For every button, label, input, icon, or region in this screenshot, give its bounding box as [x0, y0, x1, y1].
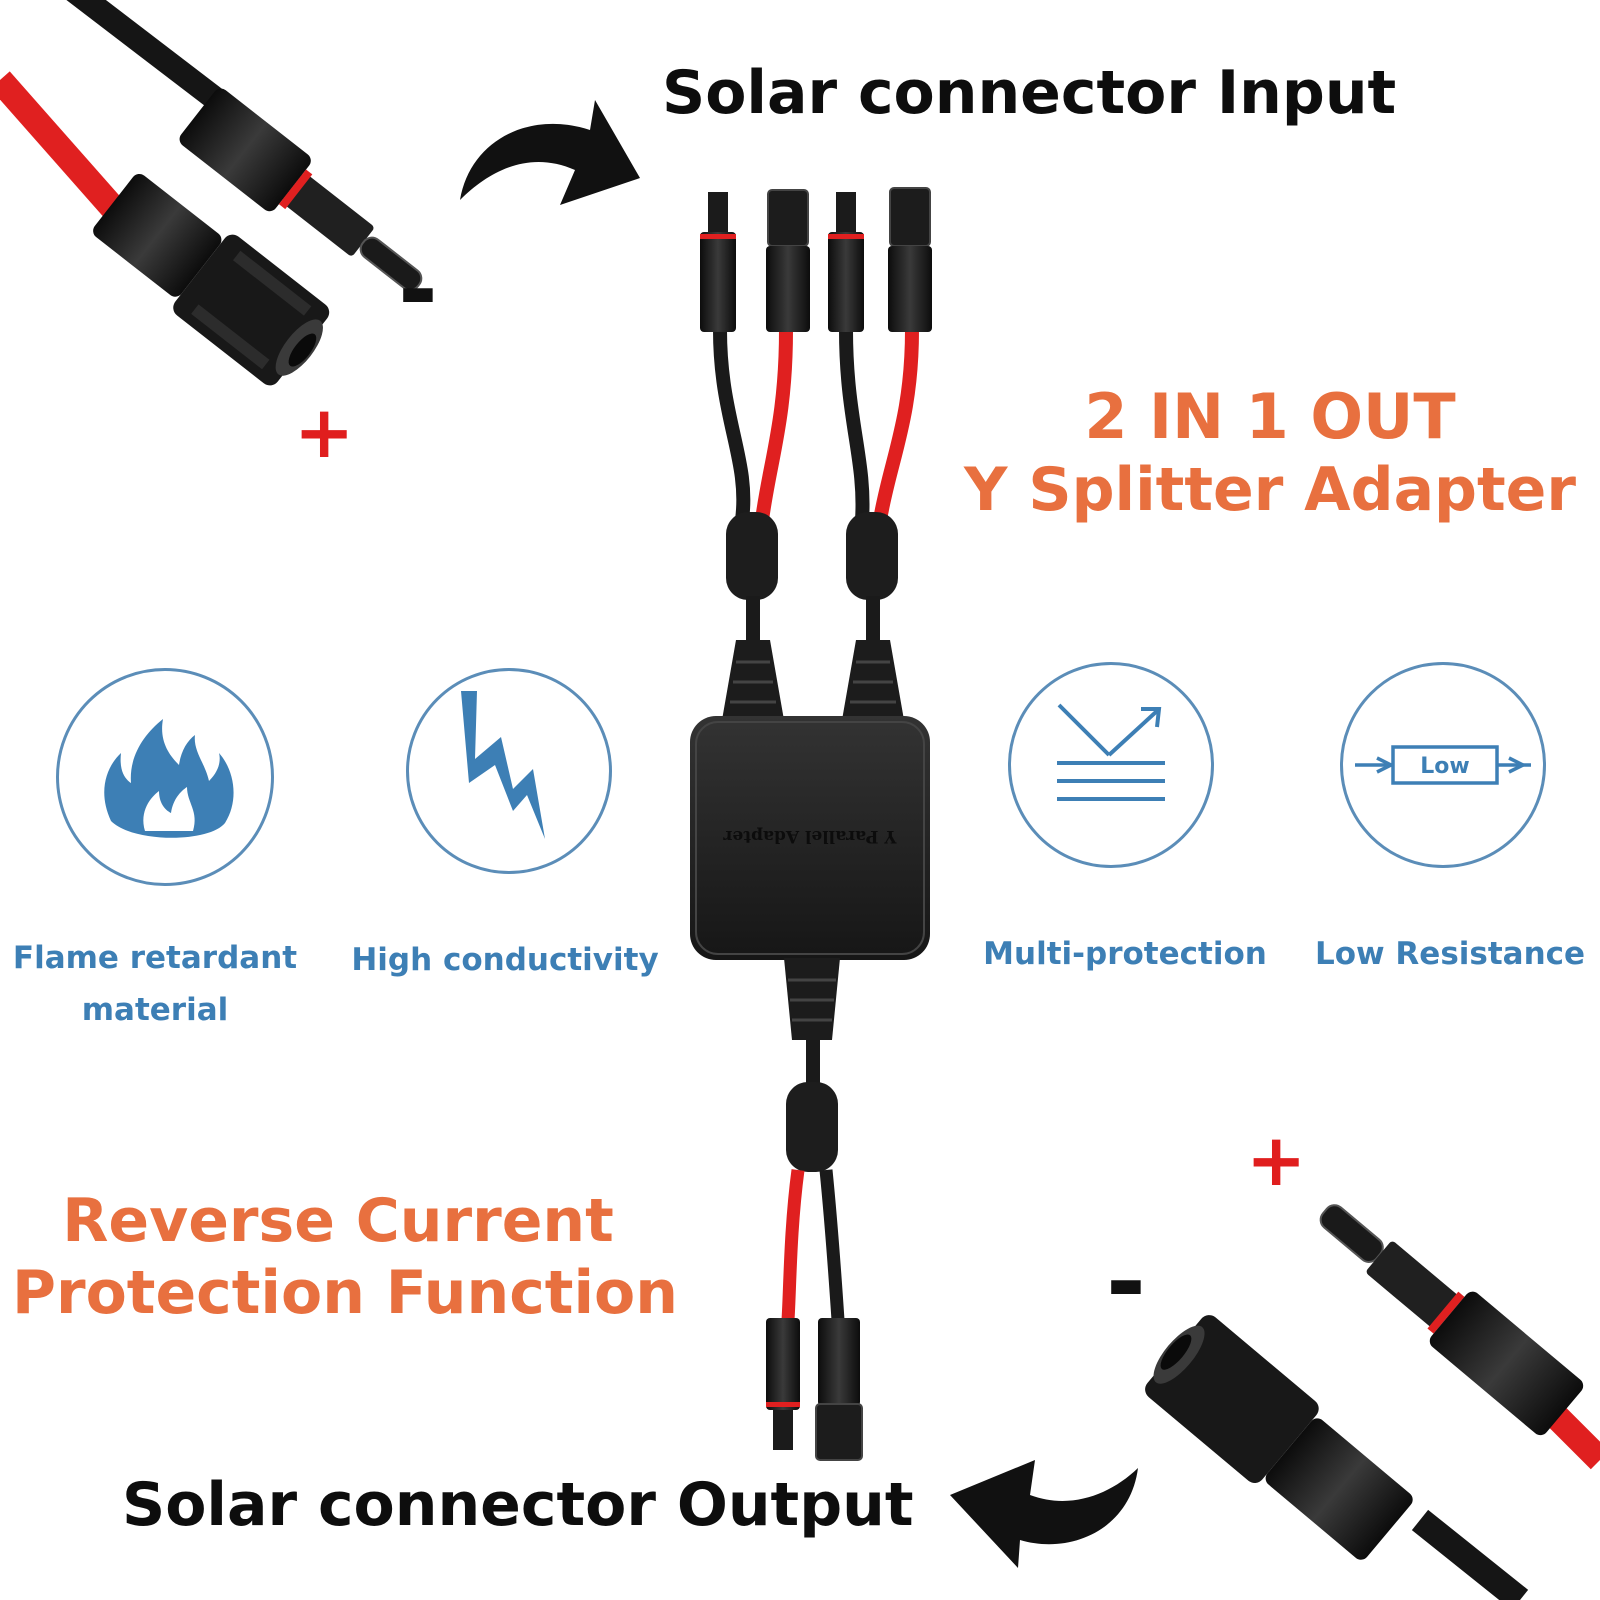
top-plus-sign: + — [294, 390, 355, 474]
input-connector-pair — [0, 0, 423, 386]
feature-label-flame: Flame retardant material — [12, 940, 298, 1028]
feature-low-resistance: Low — [1340, 662, 1546, 868]
output-curved-arrow-icon — [950, 1460, 1138, 1568]
output-heading: Solar connector Output — [122, 1470, 914, 1540]
input-heading: Solar connector Input — [662, 58, 1397, 128]
junction-box — [690, 716, 930, 960]
feature-multi-protection — [1008, 662, 1214, 868]
adapter-box-label: Y Parallel Adapter — [723, 826, 897, 846]
product-title-line2: Y Splitter Adapter — [964, 455, 1576, 525]
resistor-icon-text: Low — [1420, 754, 1469, 779]
product-title-line1: 2 IN 1 OUT — [1084, 380, 1456, 453]
feature-conductivity — [406, 668, 612, 874]
splitter-input-leads — [700, 187, 932, 720]
bottom-minus-sign: - — [1106, 1226, 1146, 1338]
reverse-protection-line2: Protection Function — [12, 1258, 678, 1328]
output-connector-pair — [1145, 1204, 1600, 1600]
splitter-output-leads — [766, 958, 863, 1461]
reflect-arrow-icon — [1057, 703, 1165, 801]
feature-label-low-resistance: Low Resistance — [1314, 936, 1586, 972]
lightning-icon — [461, 691, 545, 839]
feature-label-conductivity: High conductivity — [351, 942, 659, 978]
resistor-icon: Low — [1355, 745, 1531, 785]
reverse-protection-line1: Reverse Current — [62, 1186, 614, 1256]
feature-flame — [56, 668, 274, 886]
input-curved-arrow-icon — [460, 100, 640, 205]
top-minus-sign: - — [398, 234, 438, 346]
flame-icon — [104, 719, 234, 838]
bottom-plus-sign: + — [1246, 1118, 1307, 1202]
feature-label-multi-protection: Multi-protection — [983, 936, 1267, 972]
